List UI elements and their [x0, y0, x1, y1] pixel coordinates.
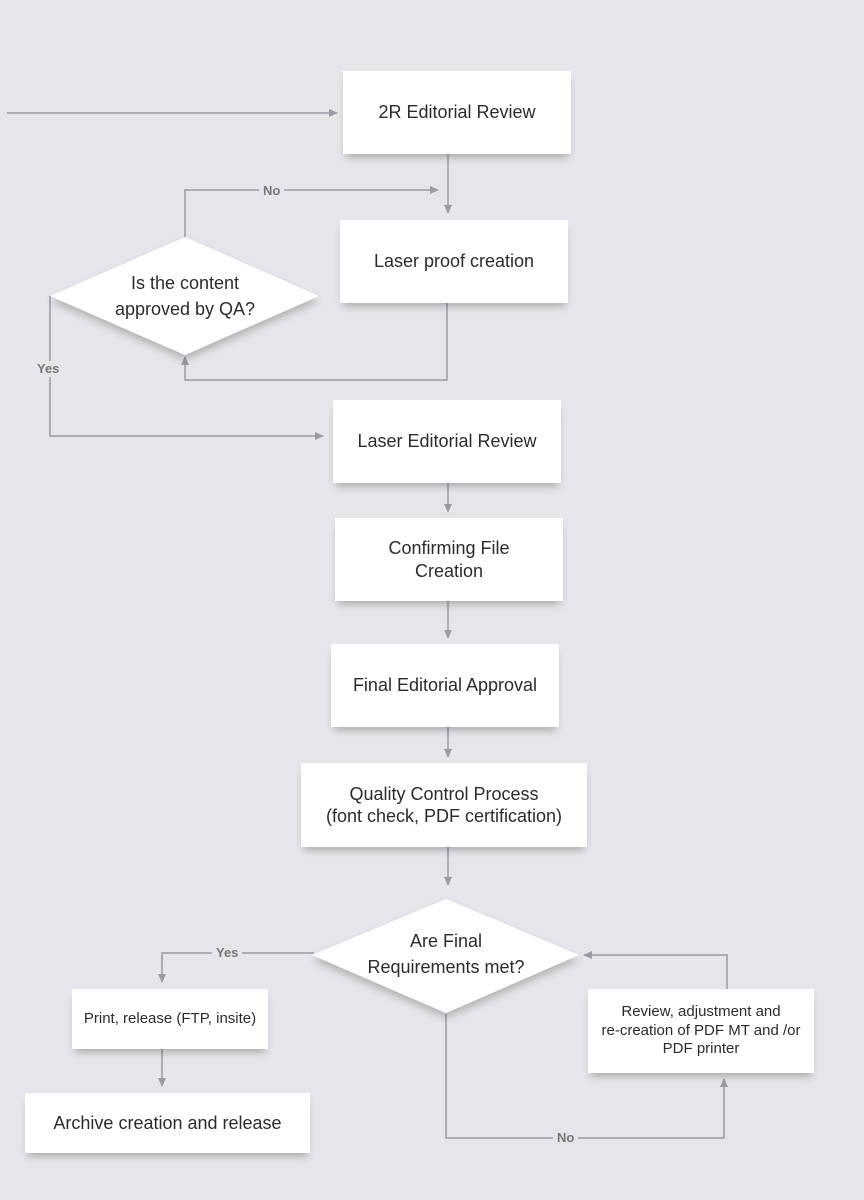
qa-decision-text: Is the content approved by QA?: [70, 262, 300, 330]
final-req-decision-text: Are Final Requirements met?: [330, 920, 562, 988]
node-laser-editorial-review: Laser Editorial Review: [333, 400, 561, 483]
arrow-final-req-yes: [158, 952, 314, 983]
arrow-review-to-final-req: [583, 951, 728, 989]
node-2r-editorial-review: 2R Editorial Review: [343, 71, 571, 154]
node-archive-creation: Archive creation and release: [25, 1093, 310, 1153]
arrow-qa-no: [184, 186, 439, 237]
node-review-adjustment: Review, adjustment and re-creation of PD…: [588, 989, 814, 1073]
final-req-decision-label: Are Final Requirements met?: [367, 930, 525, 977]
node-laser-editorial-label: Laser Editorial Review: [357, 431, 537, 452]
final-req-decision-shape: [312, 899, 579, 1013]
node-laser-proof-label: Laser proof creation: [373, 251, 535, 272]
arrow-laser-proof-to-qa: [181, 303, 448, 381]
qa-decision-label: Is the content approved by QA?: [114, 272, 256, 319]
arrow-qa-yes: [49, 296, 324, 440]
edge-label-final-yes: Yes: [212, 945, 243, 961]
node-final-editorial-approval: Final Editorial Approval: [331, 644, 559, 727]
node-final-approval-label: Final Editorial Approval: [352, 675, 538, 696]
node-quality-control-label: Quality Control Process (font check, PDF…: [325, 783, 563, 827]
node-confirming-file-label: Confirming File Creation: [388, 538, 510, 581]
node-2r-editorial-review-label: 2R Editorial Review: [378, 102, 536, 123]
node-review-adjustment-label: Review, adjustment and re-creation of PD…: [601, 1002, 801, 1058]
qa-decision-shape: [50, 237, 319, 355]
edge-label-qa-yes: Yes: [33, 361, 64, 377]
edge-label-qa-no: No: [259, 183, 285, 199]
edge-label-final-no: No: [553, 1130, 579, 1146]
node-quality-control-process: Quality Control Process (font check, PDF…: [301, 763, 587, 847]
node-print-release-label: Print, release (FTP, insite): [83, 1009, 257, 1027]
arrow-final-req-no: [445, 1014, 728, 1139]
node-confirming-file-creation: Confirming File Creation: [335, 518, 563, 601]
node-print-release: Print, release (FTP, insite): [72, 989, 268, 1049]
node-laser-proof-creation: Laser proof creation: [340, 220, 568, 303]
node-archive-label: Archive creation and release: [53, 1112, 282, 1133]
